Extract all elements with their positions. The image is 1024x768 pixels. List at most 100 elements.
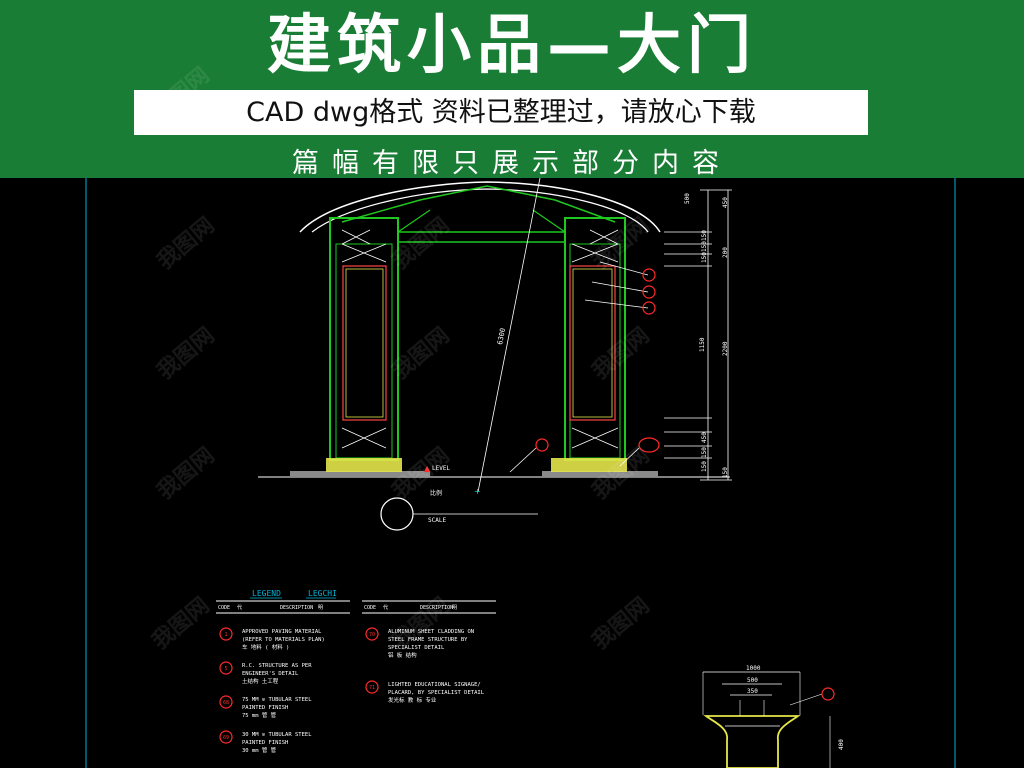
right-bracing-bottom — [571, 427, 619, 449]
legend-code: 69 — [223, 735, 229, 741]
dim-label-4: 150 — [701, 241, 708, 252]
legend-description-line: 车 地料 ( 材料 ) — [242, 643, 289, 651]
level-label: LEVEL — [432, 465, 450, 472]
legend-description-line: 75 mm 管 管 — [242, 711, 277, 719]
level-marker: ▲ — [424, 464, 431, 473]
roof-inner — [311, 188, 649, 233]
legend-code: 71 — [369, 685, 375, 691]
dim-label-1: 500 — [684, 193, 691, 204]
legend-description-line: 铝 板 结构 — [388, 651, 417, 659]
callout-circle-1 — [642, 268, 656, 282]
right-footing — [551, 458, 627, 472]
detail-dim-4: 400 — [838, 739, 845, 750]
scale-label: SCALE — [428, 517, 446, 524]
dim-label-2: 450 — [722, 197, 729, 208]
detail-dim-3: 350 — [747, 688, 758, 695]
legend-description-line: (REFER TO MATERIALS PLAN) — [242, 637, 325, 643]
legend-description-line: 75 MM ⊙ TUBULAR STEEL — [242, 697, 312, 703]
detail-dim-2: 500 — [747, 677, 758, 684]
right-bracing-top — [571, 229, 619, 263]
watermark-tile-13: 我图网 — [588, 593, 655, 655]
legend-description-line: LIGHTED EDUCATIONAL SIGNAGE/ — [388, 682, 481, 688]
legend-description-line: PAINTED FINISH — [242, 740, 288, 746]
diagonal-dim-line — [477, 177, 541, 493]
legend-description-line: PLACARD, BY SPECIALIST DETAIL — [388, 690, 485, 696]
roof-outer — [299, 181, 661, 233]
left-bracing-top — [341, 229, 387, 263]
subtitle-text: CAD dwg格式 资料已整理过，请放心下载 — [246, 97, 756, 128]
legend-description-line: ENGINEER'S DETAIL — [242, 671, 299, 677]
legend-header-right-desc-cn: 明 — [452, 605, 457, 611]
legend-code-circle — [219, 695, 233, 709]
watermark-tile-3: 我图网 — [153, 323, 220, 385]
dim-labels: 500 450 150 150 150 200 1150 2200 450 15… — [684, 193, 729, 478]
watermark-tile-1: 我图网 — [148, 63, 215, 125]
left-bracing-bottom — [341, 427, 387, 449]
legend-description-line: 发光标 教 标 专业 — [388, 696, 437, 704]
watermark-tile-4: 我图网 — [153, 443, 220, 505]
legend-code-circle — [365, 627, 379, 641]
legend-title-en: LEGEND — [252, 589, 281, 598]
legend-code-circle — [365, 680, 379, 694]
legend-code: 5 — [224, 666, 227, 672]
legend-code-circle — [219, 661, 233, 675]
leader-lines-right — [584, 261, 649, 309]
legend-header-right-desc: DESCRIPTION — [420, 605, 453, 611]
detail-dim-1: 1000 — [746, 665, 761, 672]
diagonal-dim-label: 6300 — [496, 327, 507, 345]
north-symbol — [380, 497, 414, 531]
dim-label-10: 150 — [701, 447, 708, 458]
detail-leader — [789, 693, 823, 706]
legend-code: 68 — [223, 700, 229, 706]
legend-description-line: SPECIALIST DETAIL — [388, 645, 445, 651]
legend-header-right-code: CODE — [364, 605, 376, 611]
legend-description-line: R.C. STRUCTURE AS PER — [242, 663, 312, 669]
legend-header-left-code-cn: 代 — [237, 604, 242, 611]
watermark: 我图网 我图网 我图网 我图网 我图网 我图网 我图网 我图网 我图网 我图网 … — [148, 63, 655, 655]
legend-description-line: 30 MM ⊙ TUBULAR STEEL — [242, 732, 312, 738]
north-label: 比例 — [430, 489, 442, 497]
leader-lines-lower — [509, 447, 640, 473]
preview-note: 篇幅有限只展示部分内容 — [292, 148, 732, 179]
watermark-tile-2: 我图网 — [153, 213, 220, 275]
callout-circle-3 — [642, 301, 656, 315]
dim-label-11: 150 — [701, 461, 708, 472]
legend-code: 70 — [369, 632, 375, 638]
callout-circle-2 — [642, 285, 656, 299]
right-panel-inner — [572, 268, 613, 418]
subtitle-bar: CAD dwg格式 资料已整理过，请放心下载 — [134, 90, 868, 135]
top-beam — [397, 231, 566, 243]
dim-label-3: 150 — [701, 230, 708, 241]
dim-label-6: 200 — [722, 247, 729, 258]
promo-banner: 建筑小品—大门 CAD dwg格式 资料已整理过，请放心下载 篇幅有限只展示部分… — [0, 0, 1024, 179]
column-capital-shape — [703, 715, 801, 768]
paving-right — [542, 471, 658, 477]
legend-title-cn: LEGCHI — [308, 589, 337, 598]
callout-circle-4 — [535, 438, 549, 452]
legend-description-line: ALUMINUM SHEET CLADDING ON — [388, 629, 474, 635]
beam-bracing — [397, 209, 566, 233]
legend-description-line: PAINTED FINISH — [242, 705, 288, 711]
roof-truss-green — [341, 185, 616, 223]
right-panel — [569, 265, 616, 421]
dim-label-9: 450 — [701, 432, 708, 443]
watermark-tile-11: 我图网 — [588, 323, 655, 385]
callout-circle-5 — [638, 437, 660, 453]
detail-callout-circle — [821, 687, 835, 701]
paving-left — [290, 471, 430, 477]
legend-header-left-code: CODE — [218, 605, 230, 611]
dim-label-7: 1150 — [699, 337, 706, 352]
datum-marker: + — [474, 487, 481, 496]
legend-code-circle — [219, 627, 233, 641]
column-detail — [702, 671, 835, 768]
dim-label-12: 150 — [722, 467, 729, 478]
legend-description-line: APPROVED PAVING MATERIAL — [242, 629, 322, 635]
watermark-tile-5: 我图网 — [148, 593, 215, 655]
legend-header-left-desc-cn: 明 — [318, 605, 323, 611]
legend-header-right-code-cn: 代 — [383, 604, 388, 611]
page-title: 建筑小品—大门 — [267, 9, 757, 83]
legend-description-line: 土结构 土工程 — [242, 677, 279, 685]
dim-label-8: 2200 — [722, 341, 729, 356]
